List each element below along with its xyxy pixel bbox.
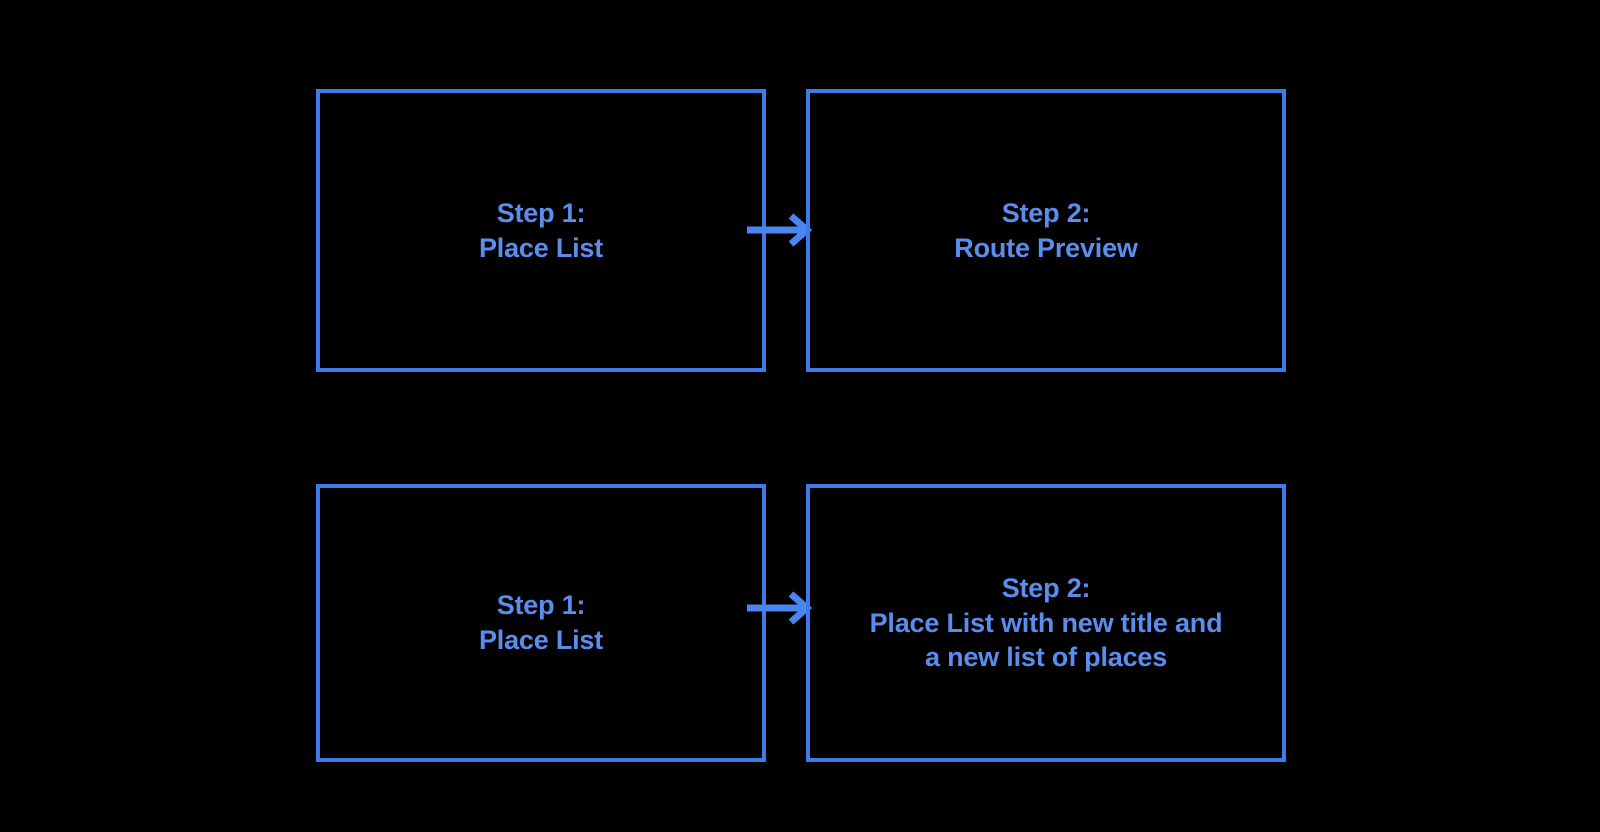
flow-node-label: Step 1: Place List (478, 197, 604, 263)
flow-node-bottom-step-1[interactable]: Step 1: Place List (316, 484, 766, 762)
flow-node-top-step-1[interactable]: Step 1: Place List (316, 89, 766, 372)
flow-node-label: Step 2: Place List with new title and a … (869, 573, 1223, 673)
flow-node-bottom-step-2[interactable]: Step 2: Place List with new title and a … (806, 484, 1286, 762)
flow-node-top-step-2[interactable]: Step 2: Route Preview (806, 89, 1286, 372)
flow-node-label: Step 1: Place List (478, 590, 604, 655)
flow-node-label: Step 2: Route Preview (954, 197, 1138, 263)
